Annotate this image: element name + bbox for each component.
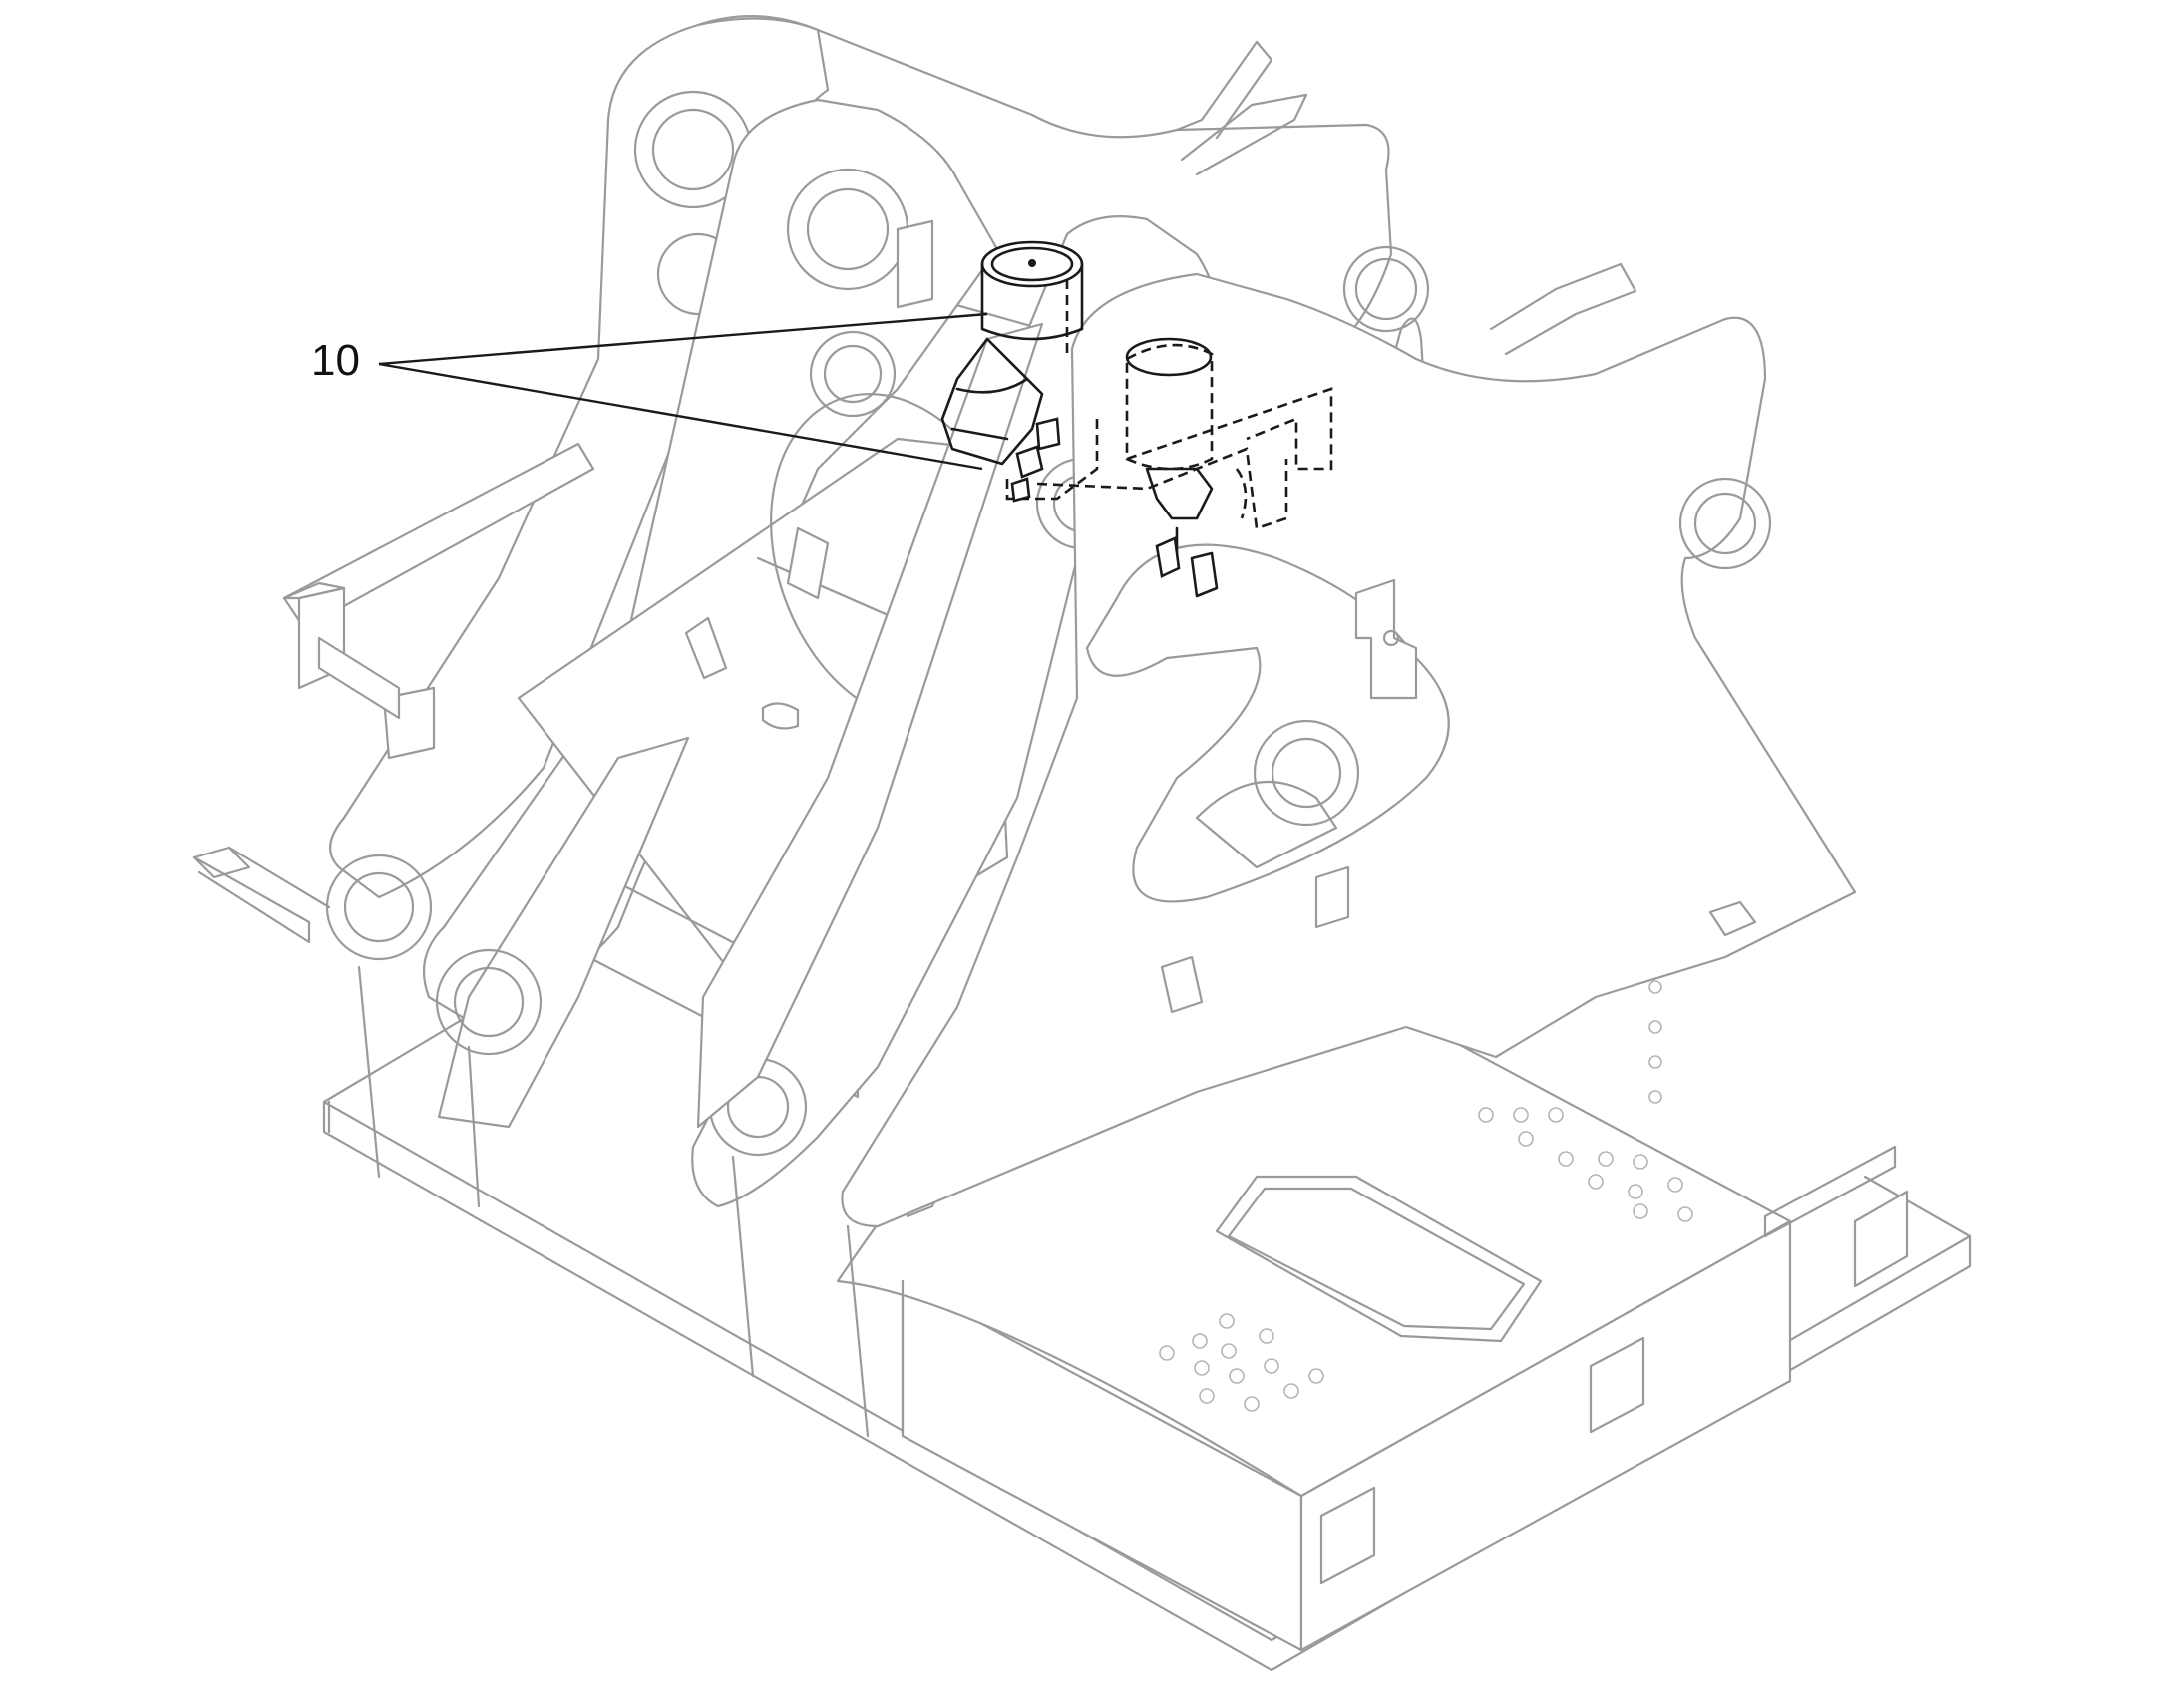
callout-label: 10: [311, 336, 360, 385]
leader-line-rear: [378, 362, 983, 471]
second-side-plate: [422, 98, 999, 1029]
leader-line-front: [378, 312, 988, 366]
rear-assembly: [1036, 337, 1333, 598]
front-pillar-plates: [325, 322, 1044, 1438]
left-beam: [192, 442, 595, 944]
front-right-plate: [841, 272, 1857, 1228]
front-assembly: [940, 240, 1099, 503]
callout-leaders: [378, 312, 988, 471]
